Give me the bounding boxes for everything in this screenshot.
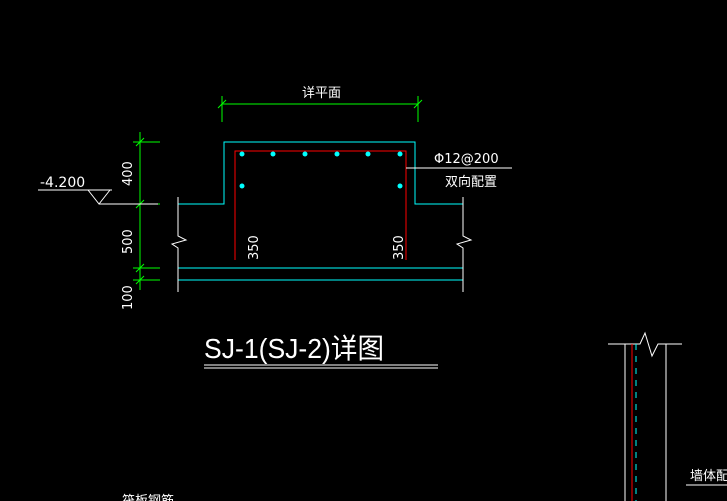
rebar-dot bbox=[397, 151, 403, 157]
rebar-lines bbox=[234, 150, 407, 260]
rebar-dot bbox=[302, 151, 308, 157]
level-label: -4.200 bbox=[40, 175, 85, 191]
wall-detail-fragment bbox=[608, 331, 727, 501]
top-dimension bbox=[217, 96, 423, 122]
vertical-dimension bbox=[133, 132, 160, 290]
bottom-partial-label: 筏板钢筋 bbox=[122, 493, 174, 501]
inner-dim-left: 350 bbox=[247, 235, 262, 260]
rebar-dots bbox=[239, 151, 403, 189]
inner-dim-right: 350 bbox=[392, 235, 407, 260]
right-partial-label: 墙体配筋 bbox=[690, 468, 727, 484]
rebar-dot bbox=[270, 151, 276, 157]
rebar-dot bbox=[397, 183, 403, 189]
detail-title: SJ-1(SJ-2)详图 bbox=[204, 333, 384, 364]
side-walls bbox=[170, 197, 473, 292]
rebar-dot bbox=[239, 151, 245, 157]
pit-outline bbox=[178, 141, 463, 281]
rebar-dot bbox=[239, 183, 245, 189]
plan-ref-label: 详平面 bbox=[302, 86, 341, 101]
rebar-note-label: 双向配置 bbox=[445, 174, 497, 190]
rebar-spec-label: Φ12@200 bbox=[434, 152, 499, 167]
dim-100: 100 bbox=[121, 285, 136, 310]
title-underline bbox=[204, 364, 438, 369]
dim-400: 400 bbox=[121, 161, 136, 186]
rebar-dot bbox=[334, 151, 340, 157]
dim-500: 500 bbox=[121, 229, 136, 254]
rebar-dot bbox=[365, 151, 371, 157]
level-marker bbox=[38, 189, 158, 205]
